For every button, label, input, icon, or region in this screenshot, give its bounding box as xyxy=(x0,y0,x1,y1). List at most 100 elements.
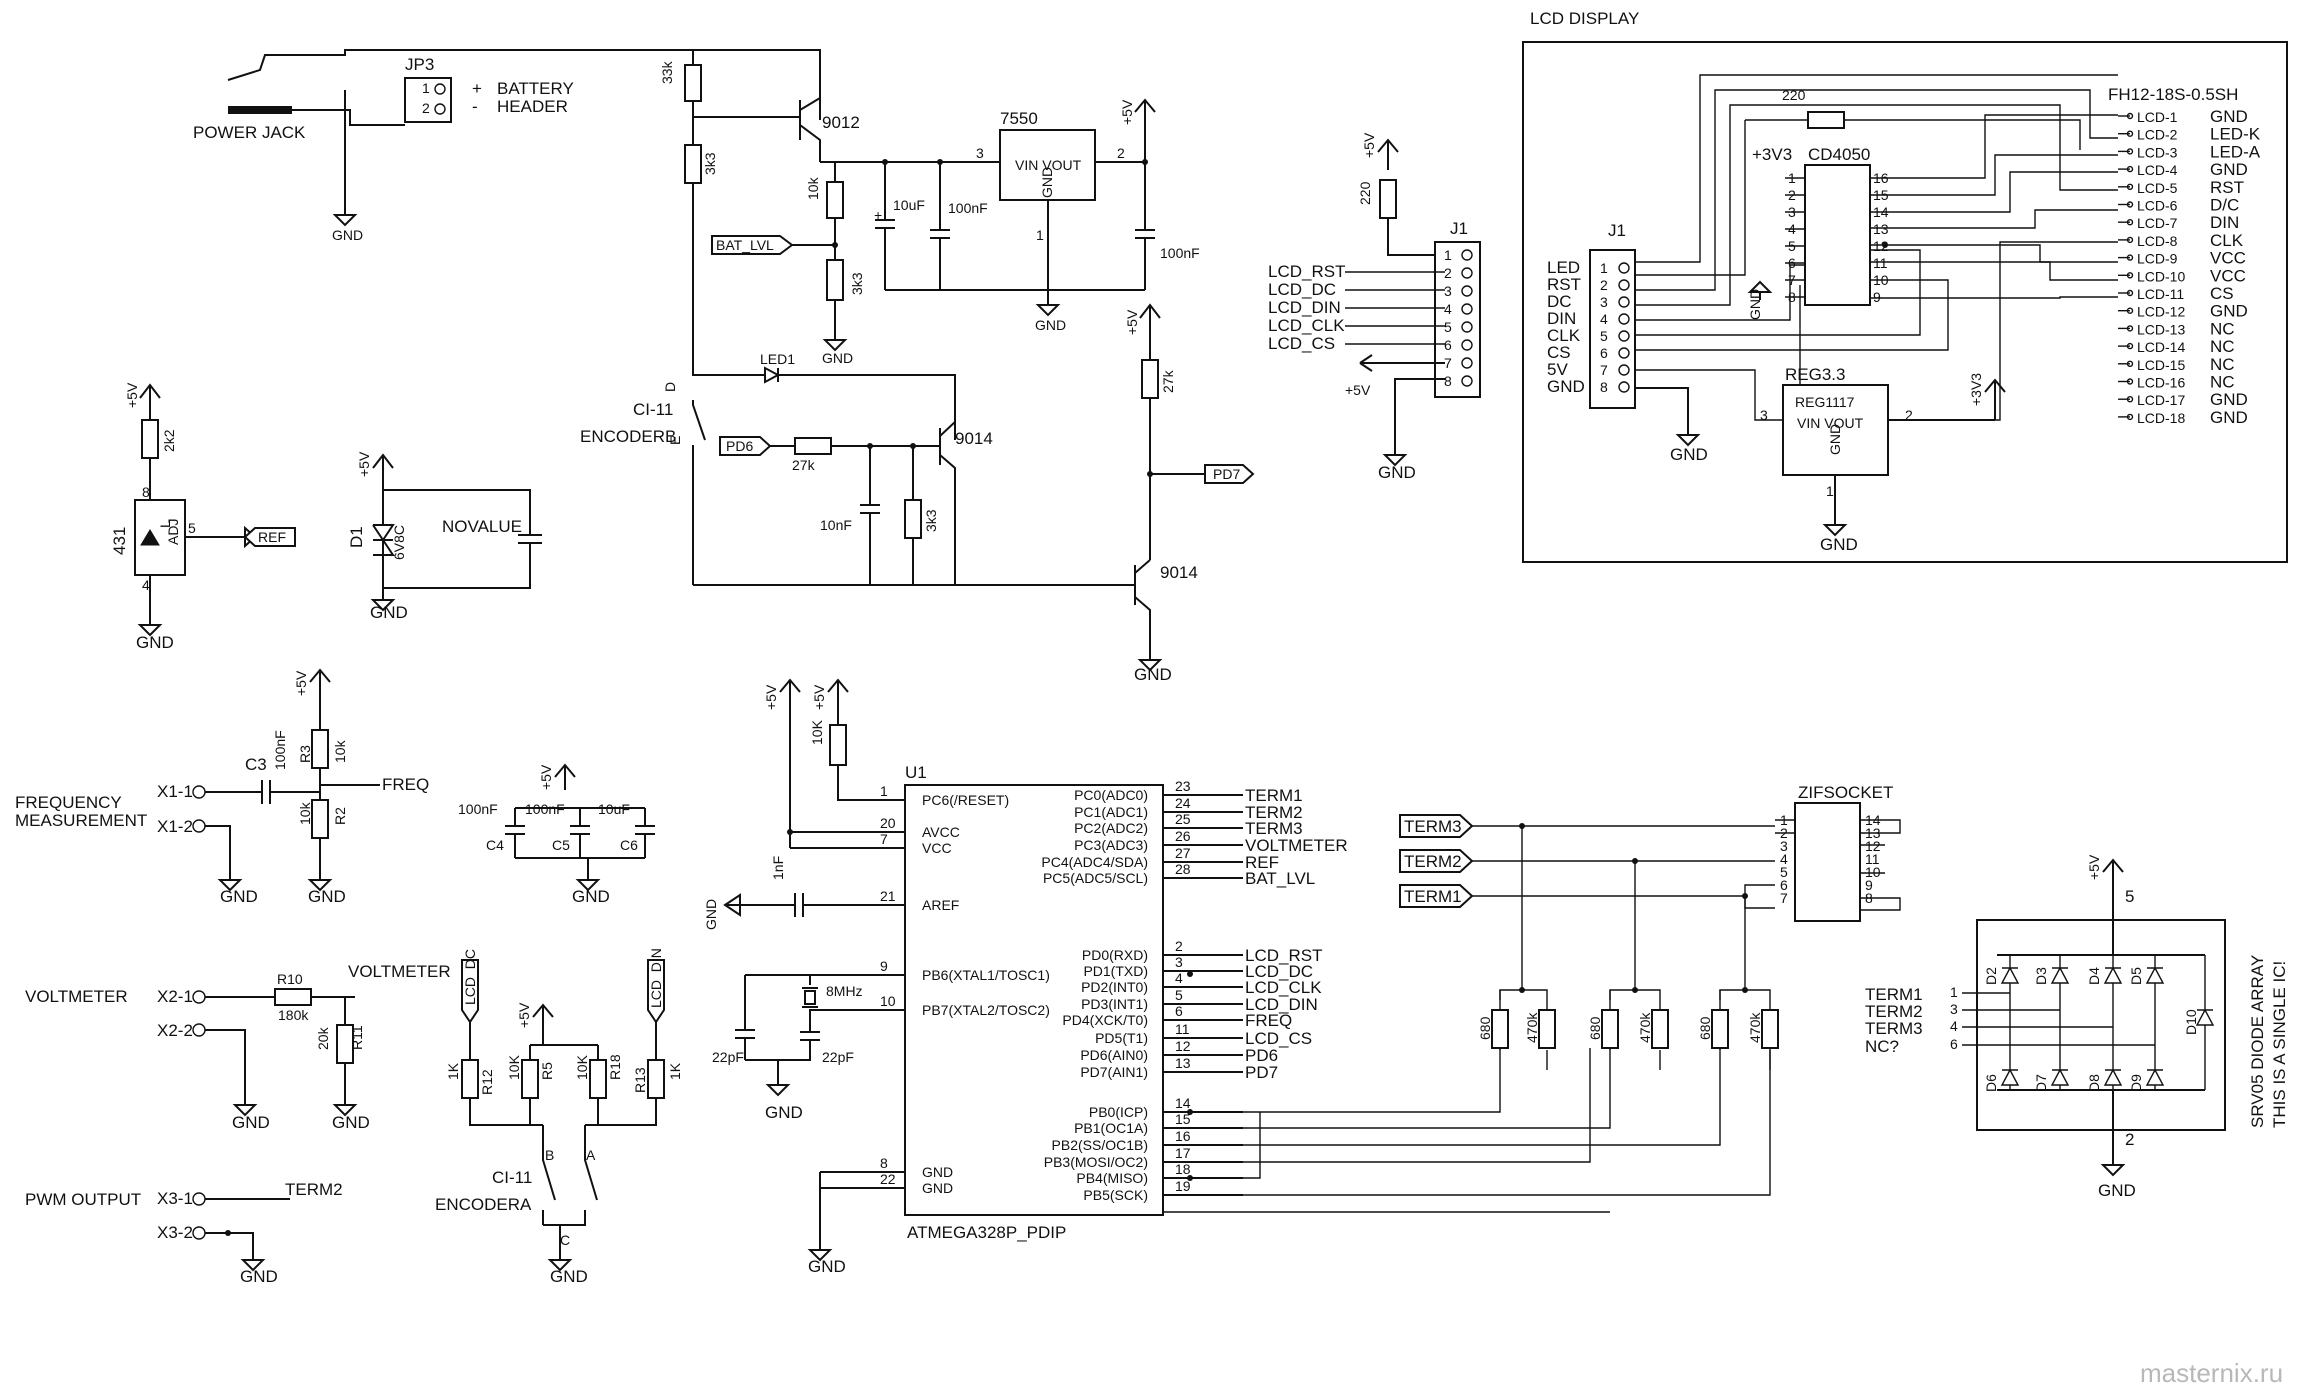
mcu-right-pin-name: PD2(INT0) xyxy=(1081,979,1148,995)
resistor-470k xyxy=(1538,1009,1556,1049)
lcd-j1-pin-number: 8 xyxy=(1600,379,1608,395)
j1-pin-number: 1 xyxy=(1444,247,1452,263)
lcd-din-flag-label: LCD_DIN xyxy=(648,948,664,1008)
mcu-right-pin-name: PD7(AIN1) xyxy=(1080,1064,1148,1080)
diode-term3: TERM3 xyxy=(1865,1019,1923,1038)
j1-signal-lcd-dc: LCD_DC xyxy=(1268,280,1336,299)
resistor-3k3-a xyxy=(684,144,702,184)
gnd-label: GND xyxy=(1378,463,1416,482)
mcu-right-pin-name: PB4(MISO) xyxy=(1076,1170,1148,1186)
p5v-label: +5V xyxy=(2086,854,2102,880)
mcu-left-pin-number: 10 xyxy=(880,993,896,1009)
tl431-l: L xyxy=(157,520,173,528)
mcu-right-pin-number: 4 xyxy=(1175,970,1183,986)
lcd-pin-label: LCD-4 xyxy=(2137,162,2178,178)
resistor-680-value: 680 xyxy=(1587,1016,1603,1040)
resistor-33k-value: 33k xyxy=(659,60,675,84)
resistor-r2 xyxy=(311,799,329,839)
x22-label: X2-2 xyxy=(157,1021,193,1040)
diode-note2: THIS IS A SINGLE IC! xyxy=(2270,961,2289,1128)
mcu-net-label: REF xyxy=(1245,853,1279,872)
ref-net-label: REF xyxy=(258,529,286,545)
j1-pin-number: 7 xyxy=(1444,355,1452,371)
mcu-right-pin-number: 2 xyxy=(1175,938,1183,954)
mcu-left-pin-number: 7 xyxy=(880,831,888,847)
zif-right-pin: 10 xyxy=(1865,864,1881,880)
c22pf-b-value: 22pF xyxy=(822,1049,854,1065)
p5v-label: +5V xyxy=(811,684,827,710)
power-jack-symbol xyxy=(228,106,292,114)
c6-label: C6 xyxy=(620,837,638,853)
mcu-left-pin-number: 9 xyxy=(880,958,888,974)
watermark: masternix.ru xyxy=(2140,1358,2283,1388)
input-section: FREQUENCY MEASUREMENT X1-1 X1-2 C3 100nF… xyxy=(15,668,683,1286)
lcd-display-section: LCD DISPLAY FH12-18S-0.5SH 220 +3V3 CD40… xyxy=(1522,9,2288,563)
r11-value: 20k xyxy=(315,1026,331,1050)
mcu-right-pin-name: PB5(SCK) xyxy=(1083,1187,1148,1203)
resistor-470k-value: 470k xyxy=(1747,1012,1763,1043)
resistor-r10 xyxy=(274,988,312,1006)
p5v-label: +5V xyxy=(1119,99,1135,125)
r18-value: 10K xyxy=(574,1054,590,1080)
j1-pin-hole xyxy=(1461,303,1473,315)
d1-value: 6V8C xyxy=(391,525,407,560)
lcd-j1-signal: LED xyxy=(1547,258,1580,277)
lcd-j1-signal: CS xyxy=(1547,343,1571,362)
r5-label: R5 xyxy=(539,1062,555,1080)
tl431-pin4: 4 xyxy=(142,577,150,593)
jp3-pin2: 2 xyxy=(422,100,430,116)
x11-label: X1-1 xyxy=(157,782,193,801)
x12-label: X1-2 xyxy=(157,817,193,836)
mcu-right-pin-number: 27 xyxy=(1175,845,1191,861)
pd6-net-flag xyxy=(719,436,772,456)
lcd-pin-label: LCD-6 xyxy=(2137,198,2178,214)
gnd-label: GND xyxy=(703,899,719,930)
p5v-label: +5V xyxy=(293,670,309,696)
diode-pin2: 2 xyxy=(2125,1130,2134,1149)
resistor-680-value: 680 xyxy=(1477,1016,1493,1040)
lcd-pin-function: LED-K xyxy=(2210,125,2261,144)
lcd-pin-function: VCC xyxy=(2210,266,2246,285)
resistor-680 xyxy=(1601,1009,1619,1049)
lcd-pin-function: D/C xyxy=(2210,196,2239,215)
resistor-680-value: 680 xyxy=(1697,1016,1713,1040)
c22pf-a-value: 22pF xyxy=(712,1049,744,1065)
diode-bottom-label: D6 xyxy=(1983,1074,1999,1092)
pd7-net-label: PD7 xyxy=(1213,466,1240,482)
u1-label: U1 xyxy=(905,763,927,782)
encoderb-label: ENCODERB xyxy=(580,427,676,446)
measurement-label: MEASUREMENT xyxy=(15,811,147,830)
resistor-r13 xyxy=(647,1059,665,1099)
pd6-net-label: PD6 xyxy=(726,438,753,454)
encoder-pin-c: C xyxy=(560,1232,570,1248)
resistor-470k-value: 470k xyxy=(1637,1012,1653,1043)
r3-label: R3 xyxy=(297,745,313,763)
lcd-pin-label: LCD-3 xyxy=(2137,144,2178,160)
cap-10uf-value: 10uF xyxy=(893,197,925,213)
resistor-220-j1-value: 220 xyxy=(1357,181,1373,205)
lcd-pin-function: NC xyxy=(2210,319,2235,338)
gnd-label: GND xyxy=(550,1267,588,1286)
term3-flag-label: TERM3 xyxy=(1404,817,1462,836)
bat-lvl-net-flag xyxy=(711,235,794,255)
gnd-label: GND xyxy=(1035,317,1066,333)
lcd-din-net-flag xyxy=(647,959,665,1024)
resistor-r3 xyxy=(311,729,329,769)
d10-symbol xyxy=(2195,955,2215,1090)
tl431-label: 431 xyxy=(110,527,129,555)
mcu-right-pin-number: 17 xyxy=(1175,1145,1191,1161)
voltmeter-net-label: VOLTMETER xyxy=(348,962,451,981)
mcu-net-label: VOLTMETER xyxy=(1245,836,1348,855)
resistor-680 xyxy=(1491,1009,1509,1049)
r12-label: R12 xyxy=(479,1069,495,1095)
jp3-plus: + xyxy=(472,79,482,98)
mcu-left-pin-name: PB6(XTAL1/TOSC1) xyxy=(922,967,1050,983)
mcu-right-pin-number: 18 xyxy=(1175,1161,1191,1177)
r12-value: 1K xyxy=(445,1062,461,1080)
gnd-label: GND xyxy=(370,603,408,622)
mcu-left-pin-name: GND xyxy=(922,1180,953,1196)
lcd-pin-function: LED-A xyxy=(2210,142,2261,161)
j1-pin-hole xyxy=(1461,375,1473,387)
j1-signal-lcd-din: LCD_DIN xyxy=(1268,298,1341,317)
